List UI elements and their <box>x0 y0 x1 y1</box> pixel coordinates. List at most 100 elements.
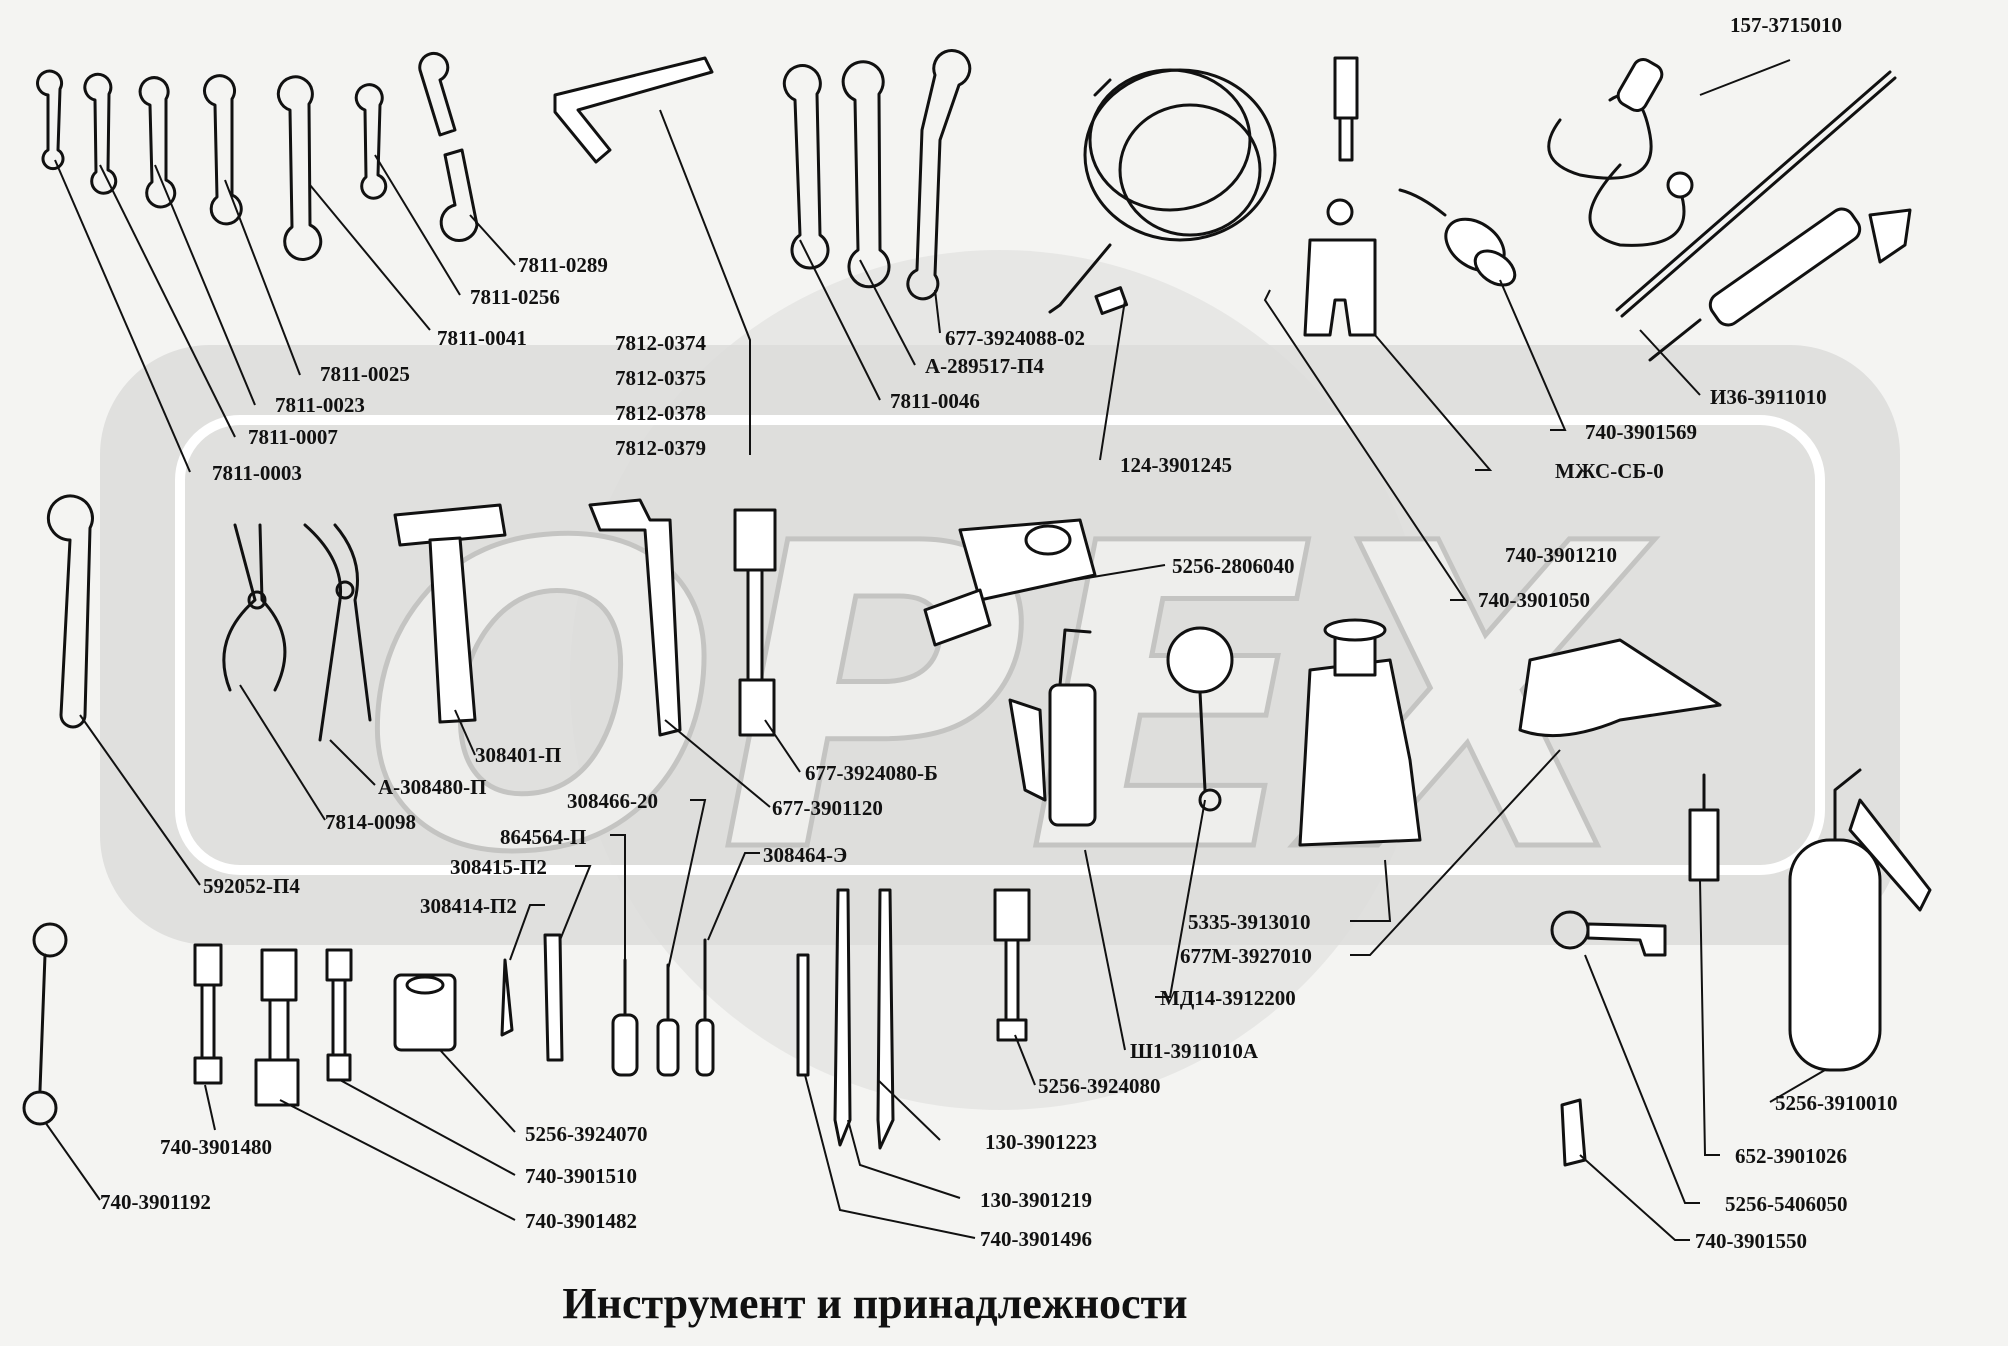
label-592052-p4: 592052-П4 <box>203 874 300 898</box>
label-7811-0025: 7811-0025 <box>320 362 410 386</box>
ring-wrench-icon <box>22 922 68 1126</box>
label-5256-3924080: 5256-3924080 <box>1038 1074 1161 1098</box>
label-308414-p2: 308414-П2 <box>420 894 517 918</box>
hydraulic-jack-icon <box>1298 618 1422 847</box>
label-5335-3913010: 5335-3913010 <box>1188 910 1311 934</box>
watermark-band-line <box>175 415 1825 875</box>
long-rod-icon <box>1615 70 1897 318</box>
label-sh1-3911010a: Ш1-3911010А <box>1130 1039 1259 1063</box>
label-7811-0046: 7811-0046 <box>890 389 980 413</box>
label-677-3924088-02: 677-3924088-02 <box>945 326 1085 350</box>
label-157-3715010: 157-3715010 <box>1730 13 1842 37</box>
part-labels: 157-3715010 7811-0289 7811-0256 7811-004… <box>100 13 1898 1253</box>
spark-gauge-icon <box>1688 773 1720 882</box>
label-md14-3912200: МД14-3912200 <box>1160 986 1296 1010</box>
label-7814-0098: 7814-0098 <box>325 810 416 834</box>
socket-740-3901510-icon <box>325 948 353 1082</box>
label-740-3901496: 740-3901496 <box>980 1227 1092 1251</box>
label-i36-3911010: И36-3911010 <box>1710 385 1827 409</box>
label-308415-p2: 308415-П2 <box>450 855 547 879</box>
label-740-3901510: 740-3901510 <box>525 1164 637 1188</box>
wrench-677-3924088-icon <box>906 49 972 301</box>
chisel-icon <box>543 933 564 1062</box>
extinguisher-icon <box>1788 768 1932 1072</box>
label-308466-20: 308466-20 <box>567 789 658 813</box>
label-7811-0023: 7811-0023 <box>275 393 365 417</box>
wrench-7811-0025-icon <box>203 74 243 226</box>
label-740-3901550: 740-3901550 <box>1695 1229 1807 1253</box>
screwdriver-large-icon <box>611 958 639 1077</box>
watermark-band <box>100 345 1900 945</box>
label-5256-2806040: 5256-2806040 <box>1172 554 1295 578</box>
page-title: Инструмент и принадлежности <box>562 1279 1187 1328</box>
box-wrench-l-icon <box>588 498 682 737</box>
screwdriver-small-icon <box>656 963 680 1077</box>
hex-key-icon <box>553 56 714 164</box>
socket-740-3901480-icon <box>193 943 223 1085</box>
label-5256-5406050: 5256-5406050 <box>1725 1192 1848 1216</box>
label-7811-0003: 7811-0003 <box>212 461 302 485</box>
label-7811-0256: 7811-0256 <box>470 285 560 309</box>
label-7811-0289: 7811-0289 <box>518 253 608 277</box>
label-740-3901480: 740-3901480 <box>160 1135 272 1159</box>
hose-coil-icon <box>1048 68 1277 316</box>
tool-drawings <box>22 49 1932 1167</box>
label-5256-3924070: 5256-3924070 <box>525 1122 648 1146</box>
label-308464-e: 308464-Э <box>763 843 847 867</box>
wrench-7811-0289-icon <box>418 51 479 242</box>
label-7812-0375: 7812-0375 <box>615 366 706 390</box>
valve-tool-icon <box>1333 56 1359 162</box>
label-130-3901223: 130-3901223 <box>985 1130 1097 1154</box>
label-7812-0379: 7812-0379 <box>615 436 706 460</box>
screwdriver-thin-icon <box>695 938 715 1077</box>
watermark-logo: OPEX <box>100 250 1900 1110</box>
label-652-3901026: 652-3901026 <box>1735 1144 1847 1168</box>
wheel-nut-wrench-icon <box>993 888 1031 1042</box>
slip-pliers-icon <box>303 523 372 742</box>
label-5256-3910010: 5256-3910010 <box>1775 1091 1898 1115</box>
puller-icon <box>1303 198 1377 337</box>
label-124-3901245: 124-3901245 <box>1120 453 1232 477</box>
wrench-7811-0023-icon <box>138 76 177 209</box>
tyre-lever-flat-icon <box>876 888 895 1150</box>
wrench-7811-0003-icon <box>36 69 65 171</box>
label-308401-p: 308401-П <box>475 743 561 767</box>
label-a-289517-p4: А-289517-П4 <box>925 354 1044 378</box>
label-740-3901050: 740-3901050 <box>1478 588 1590 612</box>
label-7812-0374: 7812-0374 <box>615 331 706 355</box>
label-7812-0378: 7812-0378 <box>615 401 706 425</box>
lamp-socket-icon <box>1398 188 1517 287</box>
inspection-lamp-cable-icon <box>1547 58 1694 247</box>
wrench-7811-0256-icon <box>354 83 388 200</box>
label-740-3901482: 740-3901482 <box>525 1209 637 1233</box>
label-130-3901219: 130-3901219 <box>980 1188 1092 1212</box>
label-mzhs-sb-0: МЖС-СБ-0 <box>1555 459 1664 483</box>
leader-lines <box>44 59 1826 1241</box>
wrench-7811-0041-icon <box>276 75 323 261</box>
socket-740-3901482-icon <box>254 948 300 1107</box>
label-a-308480-p: А-308480-П <box>378 775 487 799</box>
punch-icon <box>500 958 514 1037</box>
label-677-3924080-b: 677-3924080-Б <box>805 761 938 785</box>
pliers-icon <box>222 523 287 692</box>
label-677m-3927010: 677М-3927010 <box>1180 944 1312 968</box>
label-740-3901210: 740-3901210 <box>1505 543 1617 567</box>
label-740-3901192: 740-3901192 <box>100 1190 211 1214</box>
grease-gun-icon <box>1648 207 1912 362</box>
pressure-gauge-icon <box>1166 626 1234 812</box>
key-icon <box>1550 910 1667 957</box>
label-740-3901569: 740-3901569 <box>1585 420 1697 444</box>
wrench-7811-0046-icon <box>782 64 830 270</box>
socket-5256-3924070-icon <box>393 973 457 1052</box>
tyre-lever-long-icon <box>833 888 852 1147</box>
tyre-pump-icon <box>1008 628 1097 827</box>
label-864564-p: 864564-П <box>500 825 586 849</box>
label-7811-0007: 7811-0007 <box>248 425 338 449</box>
label-677-3901120: 677-3901120 <box>772 796 883 820</box>
wrench-7811-0007-icon <box>83 72 118 195</box>
wheel-chock-icon <box>1518 638 1722 738</box>
tyre-lever-short-icon <box>796 953 810 1077</box>
tow-hook-icon <box>923 518 1097 647</box>
